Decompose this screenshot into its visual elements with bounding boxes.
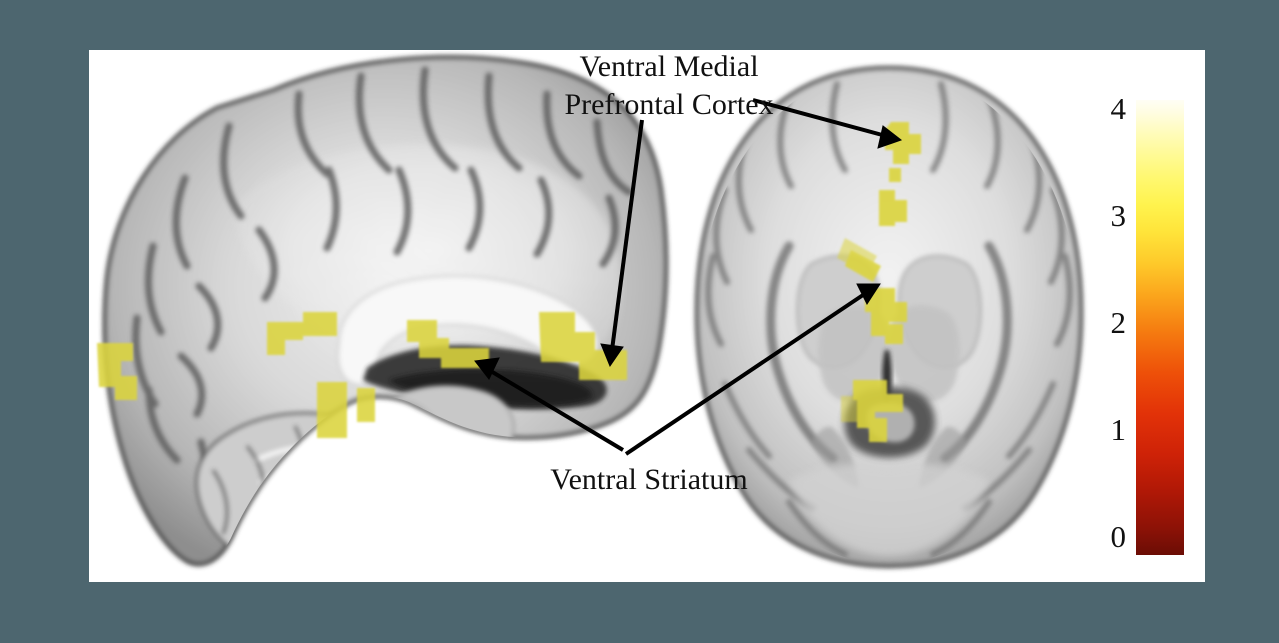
blob-ventral-striatum-axial-b	[885, 324, 903, 344]
sagittal-brainstem	[399, 448, 482, 565]
blob-midbrain-axial-b	[869, 418, 887, 442]
blob-precuneus-a	[267, 322, 303, 355]
blob-caudate-streak-core	[845, 250, 881, 282]
arrow-vmpfc-to-axial	[752, 98, 903, 149]
colorbar-tick-0: 0	[1110, 519, 1127, 554]
blob-midbrain-axial	[853, 380, 903, 428]
blob-ventral-striatum-sagittal	[407, 320, 489, 368]
axial-internals	[705, 68, 1073, 564]
vmpfc-label-line1: Ventral Medial	[579, 50, 759, 83]
label-ventral-striatum: Ventral Striatum	[550, 463, 748, 496]
colorbar: 4 3 2 1 0	[1074, 80, 1189, 560]
axial-occipital-sulci	[722, 381, 1056, 557]
blob-vmpfc-axial-tail	[889, 168, 901, 182]
colorbar-tick-2: 2	[1110, 305, 1127, 340]
colorbar-tick-4: 4	[1110, 91, 1127, 126]
blob-ventral-striatum-axial	[865, 288, 907, 336]
blob-anterior-cingulate-axial	[879, 190, 895, 226]
axial-activation-blobs	[837, 122, 921, 442]
label-ventral-medial-prefrontal-cortex: Ventral Medial Prefrontal Cortex	[529, 48, 809, 124]
axial-frontal-sulci-right	[930, 81, 1073, 347]
blob-midbrain-a	[317, 382, 347, 438]
axial-sylvian-left	[766, 241, 838, 463]
arrow-vs-to-sagittal	[474, 357, 625, 452]
axial-brain-view	[694, 65, 1084, 569]
blob-midbrain-b	[357, 388, 375, 422]
blob-precuneus-b	[303, 312, 337, 336]
arrow-vmpfc-to-sagittal	[600, 119, 644, 368]
blob-midbrain-axial-c	[841, 396, 857, 422]
brain-image-canvas	[97, 55, 1084, 569]
blob-occipital-sagittal	[97, 343, 137, 400]
sagittal-activation-blobs	[97, 312, 627, 438]
blob-anterior-cingulate-axial-b	[895, 200, 907, 222]
axial-posterior-lobe	[789, 463, 989, 556]
arrow-vs-to-axial	[624, 283, 881, 456]
axial-thalamus-right	[887, 305, 960, 402]
blob-vmpfc-axial	[885, 122, 921, 164]
colorbar-tick-3: 3	[1110, 198, 1127, 233]
sagittal-brain-view	[97, 55, 669, 567]
sagittal-sulci	[132, 66, 633, 502]
sagittal-thalamus	[388, 385, 515, 466]
vmpfc-label-line2: Prefrontal Cortex	[564, 88, 774, 121]
colorbar-tick-1: 1	[1110, 412, 1127, 447]
colorbar-tick-labels: 4 3 2 1 0	[1074, 80, 1127, 575]
axial-sylvian-right	[940, 241, 1012, 463]
figure-panel: Ventral Medial Prefrontal Cortex Ventral…	[89, 50, 1205, 582]
colorbar-gradient	[1136, 100, 1184, 555]
annotation-arrows	[474, 98, 903, 456]
blob-vmpfc-sagittal	[539, 312, 627, 380]
sagittal-ventricle-core	[389, 369, 593, 407]
